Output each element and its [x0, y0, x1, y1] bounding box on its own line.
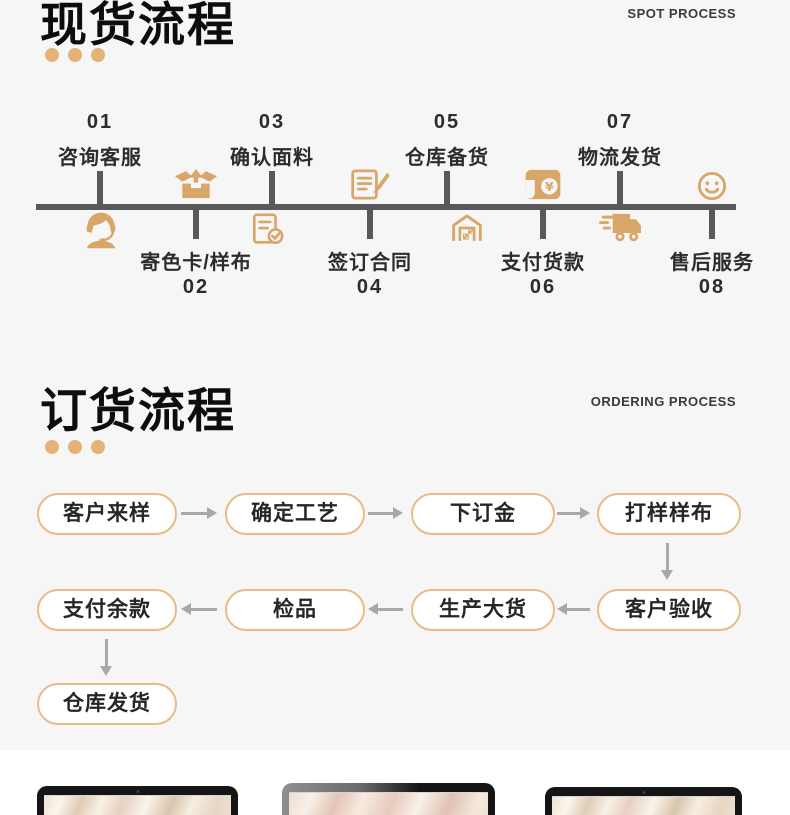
flow-box-proof-sample: 打样样布 [597, 493, 741, 535]
step-number: 08 [698, 276, 726, 298]
spot-process-title: 现货流程 [40, 0, 236, 51]
step-number: 01 [86, 111, 114, 133]
step-number: 03 [258, 111, 286, 133]
step-number: 02 [182, 276, 210, 298]
document-check-icon [252, 213, 284, 245]
arrow-down-icon [661, 543, 673, 580]
flow-box-confirm-craft: 确定工艺 [225, 493, 365, 535]
step-label: 仓库备货 [405, 147, 489, 169]
flow-box-warehouse-ship: 仓库发货 [37, 683, 177, 725]
laptop-screen-fabric [44, 795, 231, 815]
webcam-dot-icon [642, 791, 645, 794]
timeline-tick [444, 171, 450, 205]
step-label: 物流发货 [578, 147, 662, 169]
timeline-tick [709, 210, 715, 239]
timeline-axis [36, 204, 736, 210]
decorative-dots [45, 440, 105, 454]
arrow-right-icon [557, 507, 590, 519]
step-label: 咨询客服 [58, 147, 142, 169]
laptop-screen-fabric [552, 796, 735, 815]
step-label: 售后服务 [670, 252, 754, 274]
svg-text:¥: ¥ [545, 180, 554, 195]
smiley-face-icon [697, 171, 727, 201]
warehouse-icon [451, 213, 483, 242]
flow-box-customer-accept: 客户验收 [597, 589, 741, 631]
decorative-dots [45, 48, 105, 62]
timeline-tick [540, 210, 546, 239]
step-label: 确认面料 [230, 147, 314, 169]
step-number: 06 [529, 276, 557, 298]
flow-box-inspection: 检品 [225, 589, 365, 631]
flow-box-bulk-production: 生产大货 [411, 589, 555, 631]
webcam-dot-icon [387, 787, 390, 790]
ordering-process-subtitle-en: ORDERING PROCESS [590, 394, 736, 409]
arrow-right-icon [181, 507, 217, 519]
flow-box-deposit: 下订金 [411, 493, 555, 535]
timeline-tick [97, 171, 103, 205]
timeline-tick [617, 171, 623, 205]
webcam-dot-icon [136, 790, 139, 793]
step-number: 07 [606, 111, 634, 133]
arrow-left-icon [368, 603, 403, 615]
arrow-left-icon [557, 603, 590, 615]
step-label: 签订合同 [328, 252, 412, 274]
laptop-mockup [37, 786, 238, 815]
timeline-tick [193, 210, 199, 239]
laptop-mockup [545, 787, 742, 815]
laptop-screen-fabric [289, 792, 488, 815]
spot-process-subtitle-en: SPOT PROCESS [627, 6, 736, 21]
delivery-truck-icon [599, 212, 641, 243]
arrow-down-icon [100, 639, 112, 676]
payment-yen-icon: ¥ [525, 169, 562, 200]
timeline-tick [367, 210, 373, 239]
open-box-icon [174, 169, 218, 200]
flow-box-customer-sample: 客户来样 [37, 493, 177, 535]
step-label: 支付货款 [501, 252, 585, 274]
ordering-process-title: 订货流程 [40, 384, 236, 437]
step-label: 寄色卡/样布 [140, 252, 252, 274]
laptop-mockup [282, 783, 495, 815]
contract-sign-icon [351, 169, 390, 200]
arrow-right-icon [368, 507, 403, 519]
customer-service-icon [82, 211, 120, 249]
timeline-tick [269, 171, 275, 205]
flow-box-pay-balance: 支付余款 [37, 589, 177, 631]
step-number: 05 [433, 111, 461, 133]
step-number: 04 [356, 276, 384, 298]
arrow-left-icon [181, 603, 217, 615]
